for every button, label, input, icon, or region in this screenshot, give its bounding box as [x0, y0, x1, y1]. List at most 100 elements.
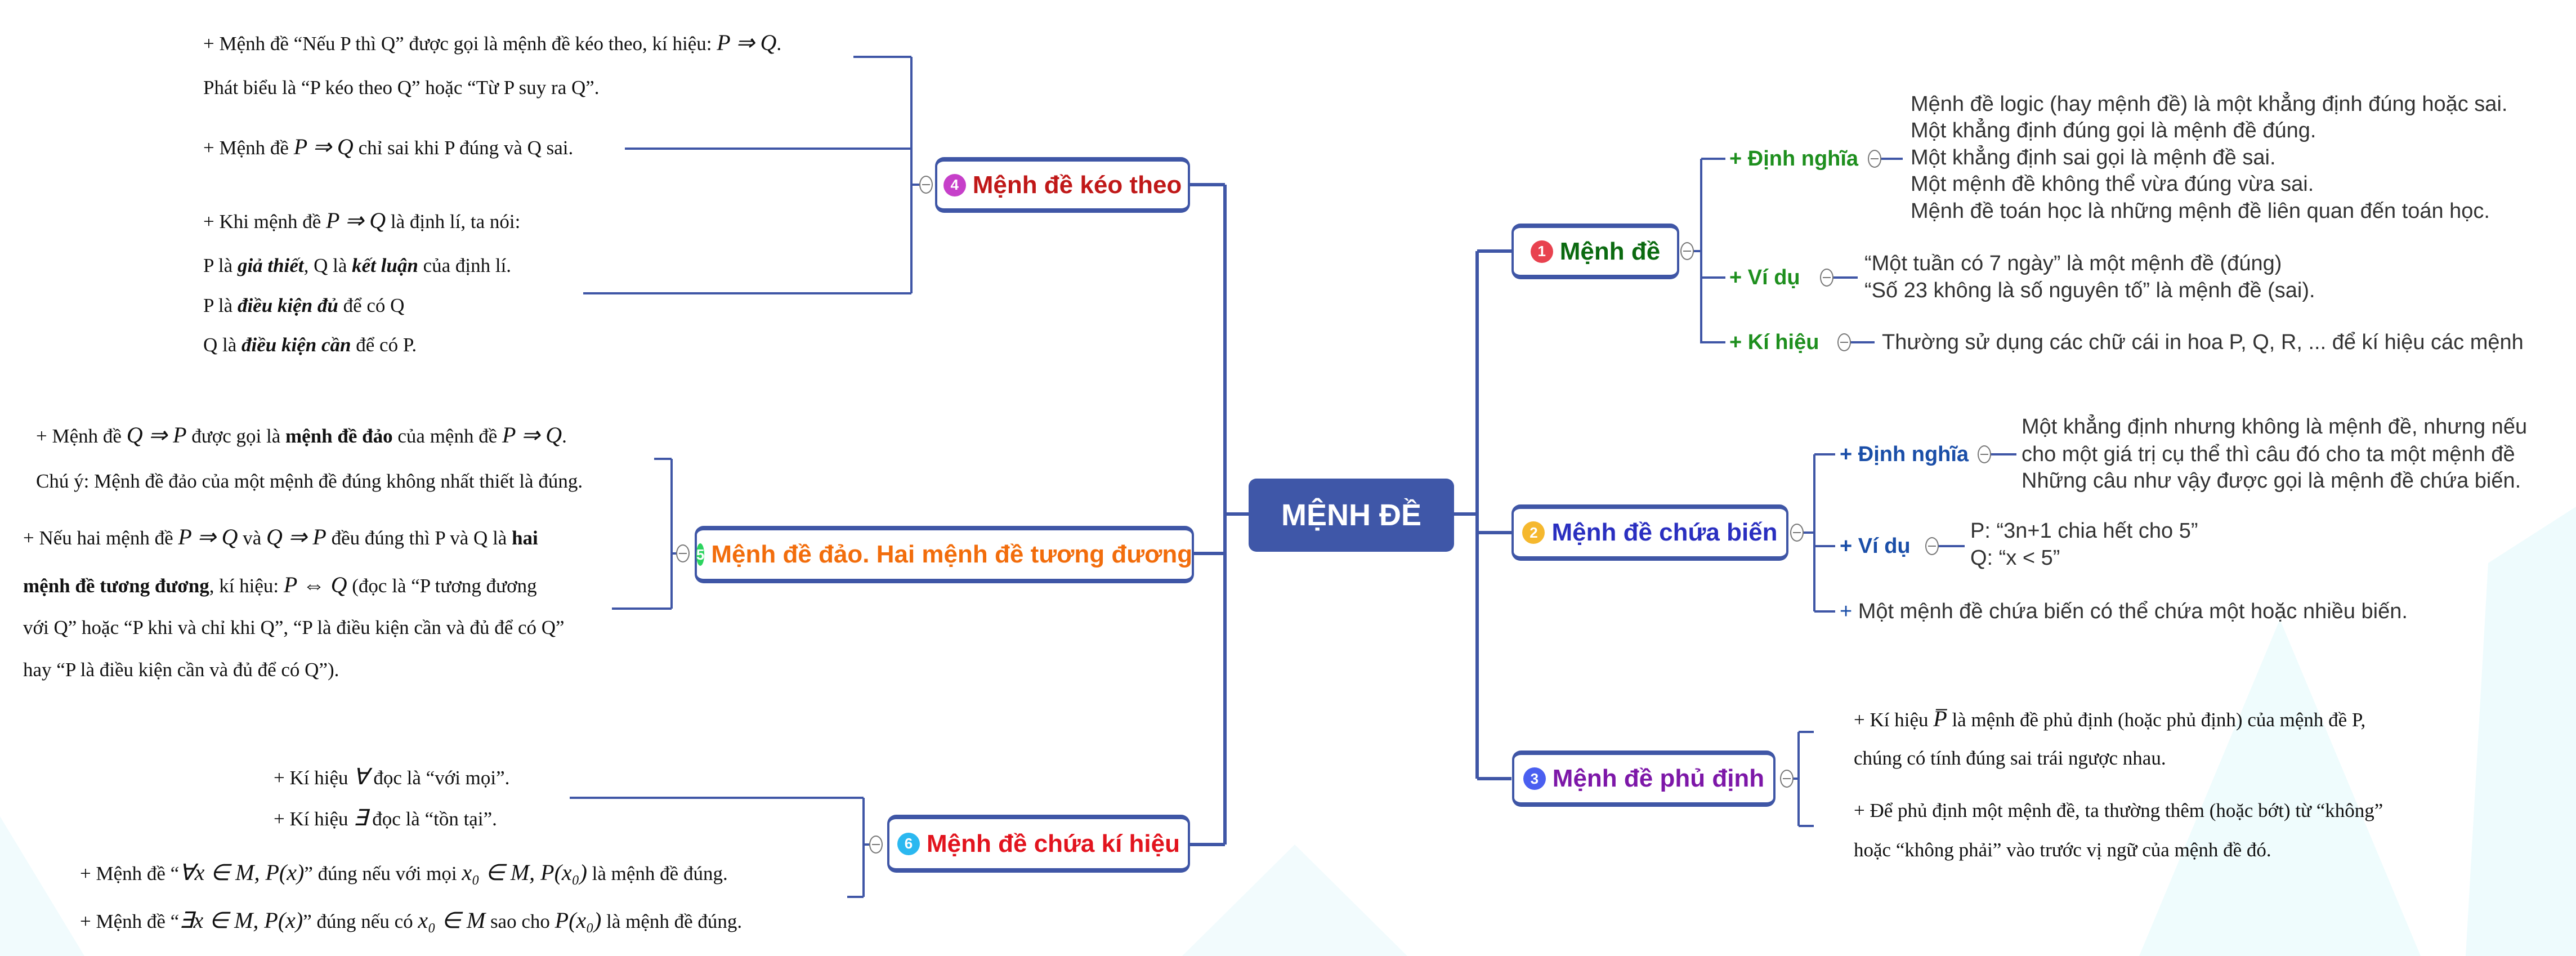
collapse-toggle-icon[interactable]: [1868, 150, 1881, 168]
math-expression: ∃: [353, 805, 368, 830]
note-text: là mệnh đề đúng.: [601, 910, 743, 932]
subtopic-vi-du[interactable]: + Ví dụ: [1729, 266, 1800, 289]
note-text: .: [562, 425, 567, 447]
subtopic-note[interactable]: + Một mệnh đề chứa biến có thể chứa một …: [1840, 599, 2408, 624]
subtopic-dinh-nghia[interactable]: + Định nghĩa: [1840, 443, 1969, 466]
note-text: đọc là “tồn tại”.: [367, 808, 497, 830]
note-line: chúng có tính đúng sai trái ngược nhau.: [1854, 746, 2166, 771]
collapse-toggle-icon[interactable]: [919, 176, 933, 194]
collapse-toggle-icon[interactable]: [1790, 524, 1804, 542]
note-text: (đọc là “P tương đương: [347, 575, 537, 597]
note-text: hay “P là điều kiện cần và đủ để có Q”).: [23, 659, 339, 681]
central-topic-label: MỆNH ĐỀ: [1281, 498, 1421, 532]
note-text: + Mệnh đề: [203, 137, 294, 159]
note-line: P là giả thiết, Q là kết luận của định l…: [203, 253, 511, 278]
note-line: + Mệnh đề Q ⇒ P được gọi là mệnh đề đảo …: [36, 423, 567, 449]
math-expression: x₀ ∈ M, P(x₀): [462, 860, 587, 885]
note-line: hay “P là điều kiện cần và đủ để có Q”).: [23, 658, 339, 682]
notation-text: Thường sử dụng các chữ cái in hoa P, Q, …: [1882, 330, 2524, 354]
topic-menh-de-chua-ki-hieu[interactable]: 6 Mệnh đề chứa kí hiệu: [887, 815, 1190, 873]
note-text: hai: [512, 527, 538, 549]
note-text: để có P.: [351, 334, 417, 356]
topic-menh-de-keo-theo[interactable]: 4 Mệnh đề kéo theo: [935, 157, 1190, 213]
note-text: chúng có tính đúng sai trái ngược nhau.: [1854, 747, 2166, 769]
note-line: + Kí hiệu ∃ đọc là “tồn tại”.: [274, 806, 497, 832]
collapse-toggle-icon[interactable]: [1925, 537, 1939, 555]
note-line: + Kí hiệu P̅ là mệnh đề phủ định (hoặc p…: [1854, 707, 2365, 732]
note-line: Chú ý: Mệnh đề đảo của một mệnh đề đúng …: [36, 469, 583, 494]
definition-line: cho một giá trị cụ thể thì câu đó cho ta…: [2022, 443, 2515, 466]
central-topic[interactable]: MỆNH ĐỀ: [1249, 479, 1454, 552]
subtopic-dinh-nghia[interactable]: + Định nghĩa: [1729, 147, 1859, 171]
math-expression: P ⇒ Q: [326, 208, 386, 233]
note-line: + Mệnh đề “∀x ∈ M, P(x)” đúng nếu với mọ…: [80, 860, 728, 886]
math-expression: ∃x ∈ M, P(x): [179, 908, 303, 933]
topic-menh-de-phu-dinh[interactable]: 3 Mệnh đề phủ định: [1512, 750, 1776, 807]
note-line: + Để phủ định một mệnh đề, ta thường thê…: [1854, 798, 2383, 823]
math-expression: P ⇒ Q: [502, 422, 562, 448]
note-text: , kí hiệu:: [209, 575, 284, 597]
note-text: là định lí, ta nói:: [386, 211, 521, 233]
note-text: là mệnh đề phủ định (hoặc phủ định) của …: [1947, 709, 2366, 731]
example-line: Q: “x < 5”: [1970, 546, 2060, 570]
note-text: + Mệnh đề “: [80, 863, 180, 884]
collapse-toggle-icon[interactable]: [1837, 333, 1851, 351]
note-line: hoặc “không phải” vào trước vị ngữ của m…: [1854, 838, 2271, 863]
collapse-toggle-icon[interactable]: [1978, 445, 1991, 463]
note-line: mệnh đề tương đương, kí hiệu: P ⇔ Q (đọc…: [23, 573, 537, 598]
badge-6: 6: [897, 832, 920, 855]
collapse-toggle-icon[interactable]: [676, 544, 690, 562]
note-text: và: [238, 527, 267, 549]
collapse-toggle-icon[interactable]: [1820, 269, 1833, 287]
note-text: Chú ý: Mệnh đề đảo của một mệnh đề đúng …: [36, 470, 583, 492]
note-text: để có Q: [338, 294, 405, 316]
note-text: hoặc “không phải” vào trước vị ngữ của m…: [1854, 839, 2271, 861]
note-line: P là điều kiện đủ để có Q: [203, 293, 404, 318]
math-expression: P ⇒ Q: [293, 134, 354, 159]
note-text: + Kí hiệu: [274, 808, 354, 830]
note-text: đọc là “với mọi”.: [368, 767, 510, 789]
badge-4: 4: [943, 173, 966, 196]
topic-menh-de-chua-bien[interactable]: 2 Mệnh đề chứa biến: [1511, 504, 1788, 561]
plus-marker: +: [1840, 600, 1853, 623]
note-text: Một mệnh đề chứa biến có thể chứa một ho…: [1858, 600, 2408, 623]
note-text: với Q” hoặc “P khi và chỉ khi Q”, “P là …: [23, 617, 565, 638]
badge-2: 2: [1522, 521, 1545, 544]
collapse-toggle-icon[interactable]: [869, 836, 883, 854]
topic-label: Mệnh đề kéo theo: [972, 171, 1182, 199]
badge-3: 3: [1523, 767, 1546, 790]
note-text: điều kiện cần: [242, 334, 351, 356]
math-expression: P ⇔ Q: [283, 572, 347, 597]
collapse-toggle-icon[interactable]: [1680, 242, 1694, 260]
topic-label: Mệnh đề chứa kí hiệu: [927, 829, 1180, 857]
topic-menh-de[interactable]: 1 Mệnh đề: [1511, 224, 1679, 279]
math-expression: Q ⇒ P: [126, 422, 187, 448]
note-text: P là: [203, 294, 238, 316]
collapse-toggle-icon[interactable]: [1780, 770, 1794, 788]
badge-1: 1: [1530, 240, 1553, 263]
definition-line: Mệnh đề toán học là những mệnh đề liên q…: [1911, 199, 2490, 223]
definition-line: Một khẳng định nhưng không là mệnh đề, n…: [2022, 415, 2528, 439]
note-line: + Khi mệnh đề P ⇒ Q là định lí, ta nói:: [203, 208, 520, 234]
math-expression: ∀x ∈ M, P(x): [179, 860, 305, 885]
note-text: mệnh đề đảo: [285, 425, 393, 447]
note-text: + Nếu hai mệnh đề: [23, 527, 178, 549]
note-text: của định lí.: [418, 254, 512, 276]
note-text: là mệnh đề đúng.: [587, 863, 728, 884]
topic-label: Mệnh đề phủ định: [1552, 765, 1765, 792]
note-text: .: [776, 33, 782, 55]
badge-5: 5: [696, 543, 705, 566]
definition-line: Những câu như vậy được gọi là mệnh đề ch…: [2022, 469, 2521, 493]
subtopic-ki-hieu[interactable]: + Kí hiệu: [1729, 330, 1819, 354]
subtopic-vi-du[interactable]: + Ví dụ: [1840, 534, 1911, 558]
note-line: + Mệnh đề P ⇒ Q chỉ sai khi P đúng và Q …: [203, 135, 573, 160]
definition-line: Một khẳng định sai gọi là mệnh đề sai.: [1911, 146, 2276, 169]
math-expression: Q ⇒ P: [266, 524, 327, 550]
note-text: + Mệnh đề: [36, 425, 127, 447]
note-text: + Khi mệnh đề: [203, 211, 327, 233]
topic-menh-de-dao[interactable]: 5 Mệnh đề đảo. Hai mệnh đề tương đương: [695, 526, 1194, 583]
math-expression: P ⇒ Q: [178, 524, 238, 550]
example-line: “Một tuần có 7 ngày” là một mệnh đề (đún…: [1864, 252, 2282, 275]
note-text: ” đúng nếu với mọi: [304, 863, 462, 884]
